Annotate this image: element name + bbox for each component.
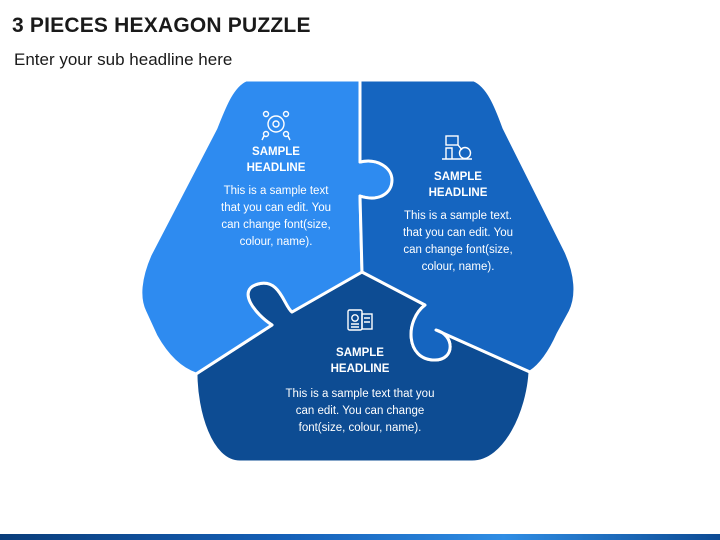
page-subtitle: Enter your sub headline here (14, 50, 233, 69)
piece-2-text-line-4: colour, name). (422, 261, 495, 273)
piece-1-text-line-2: that you can edit. You (221, 202, 331, 214)
piece-2-headline-line-2: HEADLINE (429, 187, 488, 199)
page-title: 3 PIECES HEXAGON PUZZLE (12, 14, 311, 37)
piece-3-headline-line-2: HEADLINE (331, 363, 390, 375)
piece-1-text-line-1: This is a sample text (224, 185, 330, 197)
piece-2-text-line-2: that you can edit. You (403, 227, 513, 239)
document-settings-icon (347, 309, 373, 331)
piece-1-text-line-4: colour, name). (240, 236, 313, 248)
piece-2-text-line-3: can change font(size, (403, 244, 512, 256)
team-network-icon (261, 110, 291, 141)
piece-1-text-line-3: can change font(size, (221, 219, 330, 231)
presentation-scales-icon (442, 135, 472, 160)
piece-1-headline-line-1: SAMPLE (252, 146, 300, 158)
piece-2-text-line-1: This is a sample text. (404, 210, 512, 222)
puzzle-piece-right[interactable] (358, 78, 577, 374)
piece-3-headline-line-1: SAMPLE (336, 347, 384, 359)
piece-1-headline-line-2: HEADLINE (247, 162, 306, 174)
piece-3-text-line-3: font(size, colour, name). (299, 422, 422, 434)
piece-2-headline-line-1: SAMPLE (434, 171, 482, 183)
footer-bar (0, 534, 720, 540)
piece-3-text-line-1: This is a sample text that you (286, 388, 435, 400)
piece-3-text-line-2: can edit. You can change (296, 405, 425, 417)
